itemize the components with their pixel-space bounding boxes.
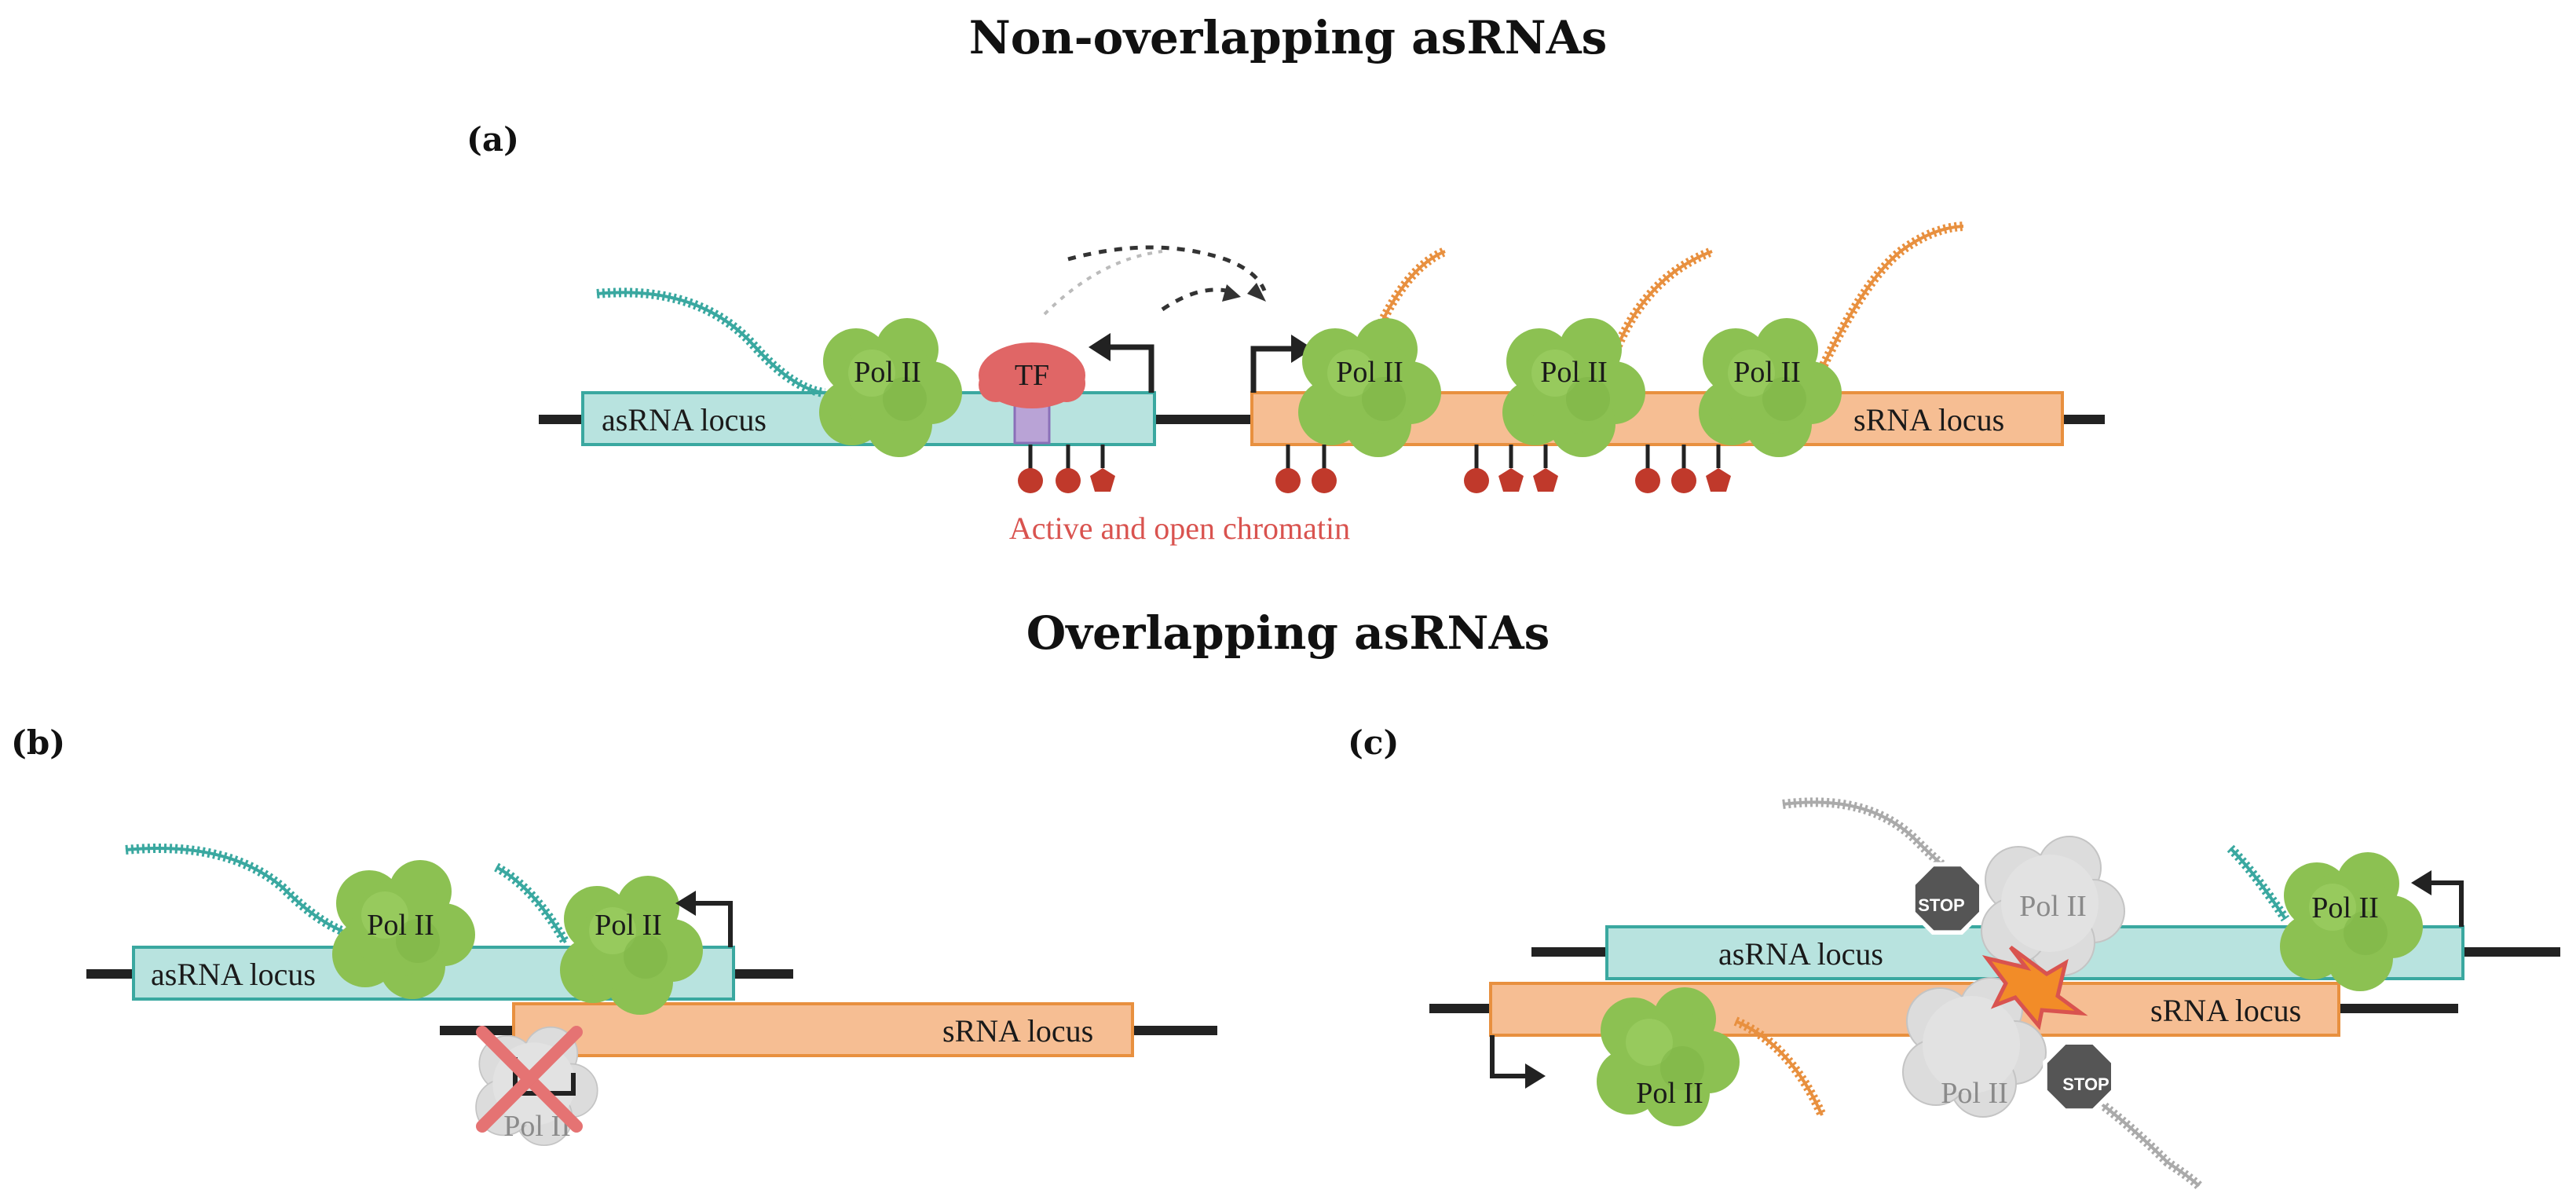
- pol-ii-label: Pol II: [1636, 1077, 1703, 1110]
- srna-locus-box: [512, 1002, 1134, 1057]
- stop-sign-icon: STOP: [2043, 1040, 2116, 1113]
- blocked-x-icon: [476, 1026, 583, 1133]
- asrna-promoter-arrow: [1106, 344, 1154, 393]
- stop-sign-icon: STOP: [1911, 862, 1984, 935]
- asrna-transcript-2: [496, 866, 567, 943]
- panel-label-c: (c): [1348, 723, 1399, 762]
- srna-transcript: [1735, 1019, 1824, 1116]
- srna-promoter-arrow: [1490, 1035, 1530, 1078]
- panel-c: asRNA locus sRNA locus Pol II Pol II STO…: [1429, 797, 2560, 1190]
- panel-label-a: (a): [467, 120, 519, 159]
- asrna-locus-label: asRNA locus: [602, 402, 767, 437]
- pol-ii-label: Pol II: [595, 909, 662, 942]
- pol-ii-label: Pol II: [2019, 890, 2087, 923]
- tf-label: TF: [1015, 359, 1049, 392]
- svg-text:STOP: STOP: [1918, 895, 1965, 915]
- srna-locus-label: sRNA locus: [2150, 993, 2301, 1028]
- dotted-signal-arc-2: [1067, 245, 1267, 292]
- asrna-promoter-arrow: [2427, 880, 2464, 927]
- srna-transcript-2: [1613, 247, 1714, 348]
- collision-burst-icon: [1981, 945, 2088, 1030]
- asrna-transcript-1: [125, 847, 354, 936]
- srna-promoter-arrow: [1250, 346, 1296, 393]
- pol-ii-label: Pol II: [1733, 356, 1801, 389]
- svg-text:STOP: STOP: [2062, 1074, 2109, 1094]
- title-overlapping: Overlapping asRNAs: [1026, 606, 1550, 660]
- pol-ii-label: Pol II: [367, 909, 434, 942]
- pol-ii-label: Pol II: [1336, 356, 1403, 389]
- asrna-promoter-arrow: [691, 901, 733, 947]
- pol-ii-label: Pol II: [2311, 891, 2379, 924]
- transcription-factor: [979, 342, 1085, 408]
- title-non-overlapping: Non-overlapping asRNAs: [969, 11, 1608, 64]
- chromatin-label: Active and open chromatin: [1009, 511, 1350, 546]
- srna-transcript-3: [1809, 221, 1964, 387]
- srna-locus-label: sRNA locus: [1853, 402, 2004, 437]
- pol-ii-label: Pol II: [1941, 1077, 2008, 1110]
- pol-ii-label: Pol II: [854, 356, 921, 389]
- asrna-locus-label: asRNA locus: [1718, 936, 1883, 972]
- dotted-signal-arc-3: [1161, 287, 1234, 312]
- histone-marks: [1018, 445, 1731, 493]
- panel-label-b: (b): [11, 723, 65, 762]
- panel-a: asRNA locus sRNA locus Pol II TF: [539, 221, 2105, 546]
- asrna-locus-label: asRNA locus: [151, 957, 316, 992]
- pol-ii-label: Pol II: [1540, 356, 1608, 389]
- asrna-transcript: [2229, 847, 2287, 921]
- dotted-signal-arc-1: [1043, 250, 1163, 316]
- srna-locus-label: sRNA locus: [942, 1013, 1093, 1049]
- panel-b: asRNA locus sRNA locus Pol II Pol II Pol…: [86, 844, 1217, 1147]
